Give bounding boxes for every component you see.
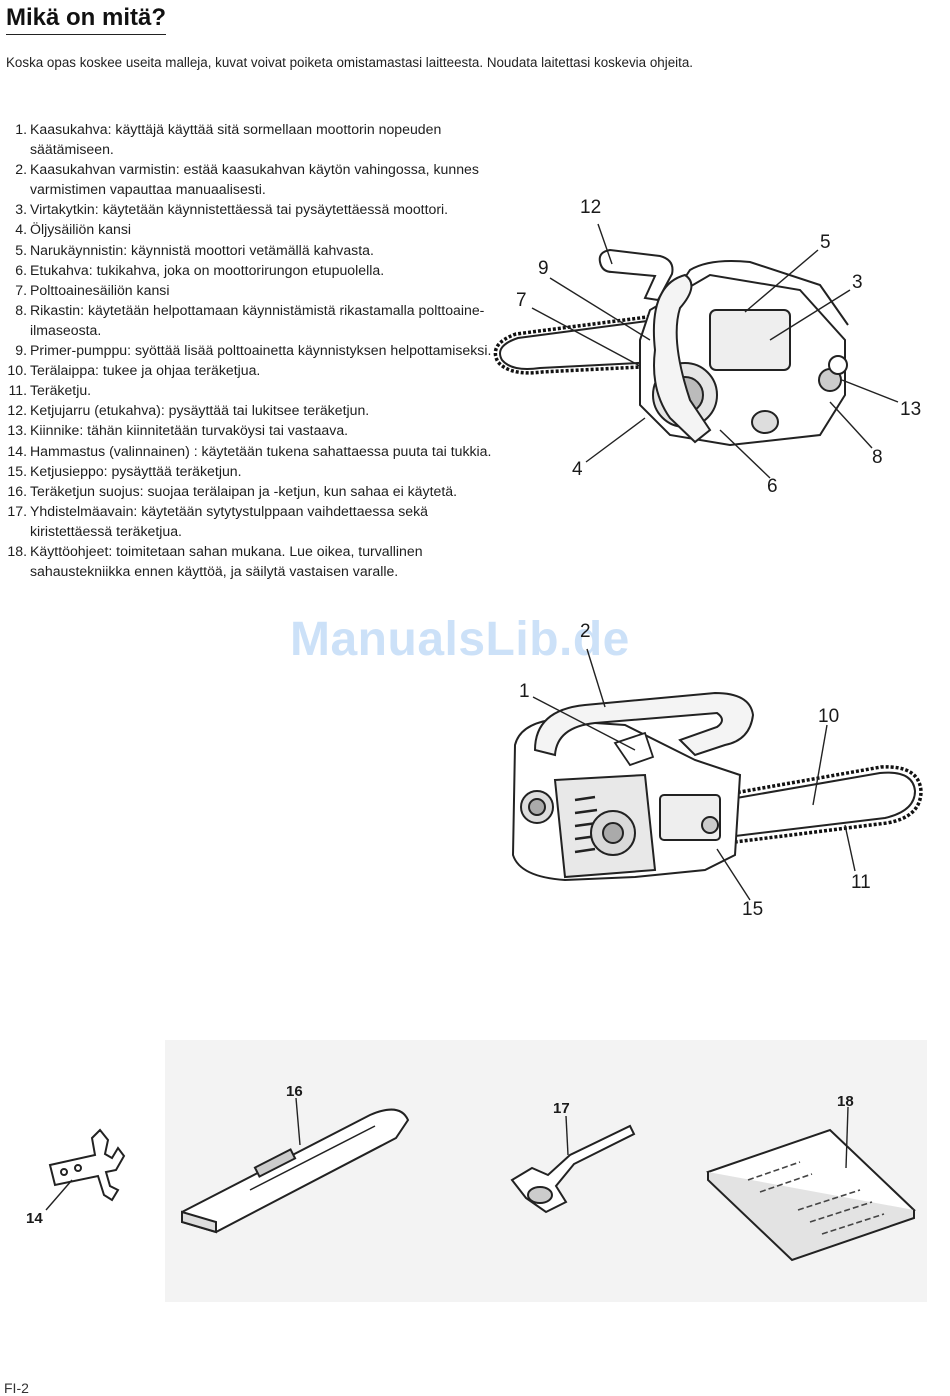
front-handle (652, 273, 712, 444)
list-item: 13.Kiinnike: tähän kiinnitetään turvaköy… (0, 420, 492, 440)
accessories-illustration: 14 16 17 1 (26, 1040, 927, 1302)
callout-9: 9 (538, 258, 549, 279)
item-number: 17. (7, 502, 27, 519)
parts-list: 1.Kaasukahva: käyttäjä käyttää sitä sorm… (0, 119, 492, 581)
item-text: Rikastin: käytetään helpottamaan käynnis… (30, 301, 485, 338)
list-item: 9.Primer-pumppu: syöttää lisää polttoain… (0, 340, 492, 360)
callout-17: 17 (553, 1100, 570, 1117)
chainsaw-top-illustration: 12 5 3 9 7 13 8 4 6 (493, 197, 921, 497)
item-text: Polttoainesäiliön kansi (30, 281, 170, 298)
list-item: 4.Öljysäiliön kansi (0, 219, 492, 239)
list-item: 8.Rikastin: käytetään helpottamaan käynn… (0, 300, 492, 340)
watermark: ManualsLib.de (290, 613, 630, 666)
leader-lines (531, 223, 899, 479)
accessories-figure: 14 16 17 1 (0, 1040, 940, 1310)
list-item: 17.Yhdistelmäavain: käytetään sytytystul… (0, 501, 492, 541)
item-text: Virtakytkin: käytetään käynnistettäessä … (30, 201, 449, 218)
item-number: 10. (7, 362, 27, 379)
item-number: 12. (7, 402, 27, 419)
callout-3: 3 (852, 272, 863, 293)
item-text: Teräketju. (30, 382, 92, 399)
callout-13: 13 (900, 399, 921, 420)
item-text: Etukahva: tukikahva, joka on moottorirun… (30, 261, 385, 278)
item-number: 16. (7, 482, 27, 499)
item-number: 7. (15, 281, 27, 298)
callout-1: 1 (519, 681, 530, 702)
item-text: Käyttöohjeet: toimitetaan sahan mukana. … (30, 542, 423, 580)
item-text: Hammastus (valinnainen) : käytetään tuke… (30, 442, 492, 459)
item-number: 2. (15, 161, 27, 178)
item-text: Kiinnike: tähän kiinnitetään turvaköysi … (30, 422, 349, 439)
item-number: 18. (7, 542, 27, 559)
callout-2: 2 (580, 621, 591, 642)
list-item: 6.Etukahva: tukikahva, joka on moottorir… (0, 260, 492, 280)
page-footer: FI-2 (4, 1380, 29, 1396)
combination-wrench-item (510, 1124, 636, 1214)
list-item: 5.Narukäynnistin: käynnistä moottori vet… (0, 240, 492, 260)
callout-5: 5 (820, 232, 831, 253)
callout-4: 4 (572, 459, 583, 480)
item-text: Ketjusieppo: pysäyttää teräketjun. (30, 462, 242, 479)
callout-15: 15 (742, 899, 763, 920)
list-item: 18.Käyttöohjeet: toimitetaan sahan mukan… (0, 541, 492, 581)
callout-10: 10 (818, 706, 839, 727)
item-text: Yhdistelmäavain: käytetään sytytystulppa… (30, 502, 428, 539)
chainsaw-figure-top: 12 5 3 9 7 13 8 4 6 (480, 190, 940, 500)
bar-cover-item (181, 1108, 410, 1234)
leader-line (565, 1115, 569, 1156)
list-item: 16.Teräketjun suojus: suojaa terälaipan … (0, 481, 492, 501)
item-number: 9. (15, 342, 27, 359)
callout-12: 12 (580, 197, 601, 218)
item-number: 14. (7, 442, 27, 459)
list-item: 7.Polttoainesäiliön kansi (0, 280, 492, 300)
item-text: Kaasukahva: käyttäjä käyttää sitä sormel… (30, 121, 442, 158)
item-number: 6. (15, 261, 27, 278)
list-item: 3.Virtakytkin: käytetään käynnistettäess… (0, 199, 492, 219)
item-number: 5. (15, 241, 27, 258)
chain-brake-handle (598, 248, 674, 302)
callout-16: 16 (286, 1083, 303, 1100)
callout-14: 14 (26, 1210, 43, 1227)
leader-line (45, 1179, 73, 1211)
item-text: Primer-pumppu: syöttää lisää polttoainet… (30, 342, 492, 359)
item-number: 15. (7, 462, 27, 479)
guide-bar-chain (722, 765, 923, 845)
item-text: Narukäynnistin: käynnistä moottori vetäm… (30, 241, 374, 258)
bumper-spike-item (48, 1128, 126, 1202)
list-item: 10.Terälaippa: tukee ja ohjaa teräketjua… (0, 360, 492, 380)
leader-line (845, 1106, 849, 1169)
callout-6: 6 (767, 476, 778, 497)
intro-text: Koska opas koskee useita malleja, kuvat … (6, 55, 694, 70)
item-text: Terälaippa: tukee ja ohjaa teräketjua. (30, 362, 261, 379)
item-number: 13. (7, 422, 27, 439)
guide-bar-chain (493, 314, 661, 375)
item-number: 8. (15, 301, 27, 318)
manual-item (706, 1128, 916, 1262)
callout-8: 8 (872, 447, 883, 468)
item-text: Öljysäiliön kansi (30, 221, 132, 238)
chainsaw-mid-illustration: 2 1 10 11 15 (511, 621, 923, 920)
list-item: 11.Teräketju. (0, 380, 492, 400)
list-item: 12.Ketjujarru (etukahva): pysäyttää tai … (0, 400, 492, 420)
item-number: 1. (15, 121, 27, 137)
list-item: 1.Kaasukahva: käyttäjä käyttää sitä sorm… (0, 119, 492, 159)
top-handle (533, 691, 755, 757)
item-number: 3. (15, 201, 27, 218)
callout-7: 7 (516, 290, 527, 311)
leader-lines (532, 648, 856, 901)
item-text: Ketjujarru (etukahva): pysäyttää tai luk… (30, 402, 370, 419)
engine-body (511, 718, 742, 882)
leader-line (295, 1097, 301, 1146)
list-item: 15.Ketjusieppo: pysäyttää teräketjun. (0, 461, 492, 481)
item-text: Kaasukahvan varmistin: estää kaasukahvan… (30, 161, 479, 198)
list-item: 2.Kaasukahvan varmistin: estää kaasukahv… (0, 159, 492, 199)
item-text: Teräketjun suojus: suojaa terälaipan ja … (30, 482, 457, 499)
item-number: 4. (15, 221, 27, 238)
callout-18: 18 (837, 1093, 854, 1110)
item-number: 11. (8, 382, 27, 399)
chainsaw-figure-mid: 2 1 10 11 15 (495, 615, 935, 925)
list-item: 14.Hammastus (valinnainen) : käytetään t… (0, 441, 492, 461)
page-title: Mikä on mitä? (6, 4, 167, 35)
callout-11: 11 (851, 872, 871, 893)
